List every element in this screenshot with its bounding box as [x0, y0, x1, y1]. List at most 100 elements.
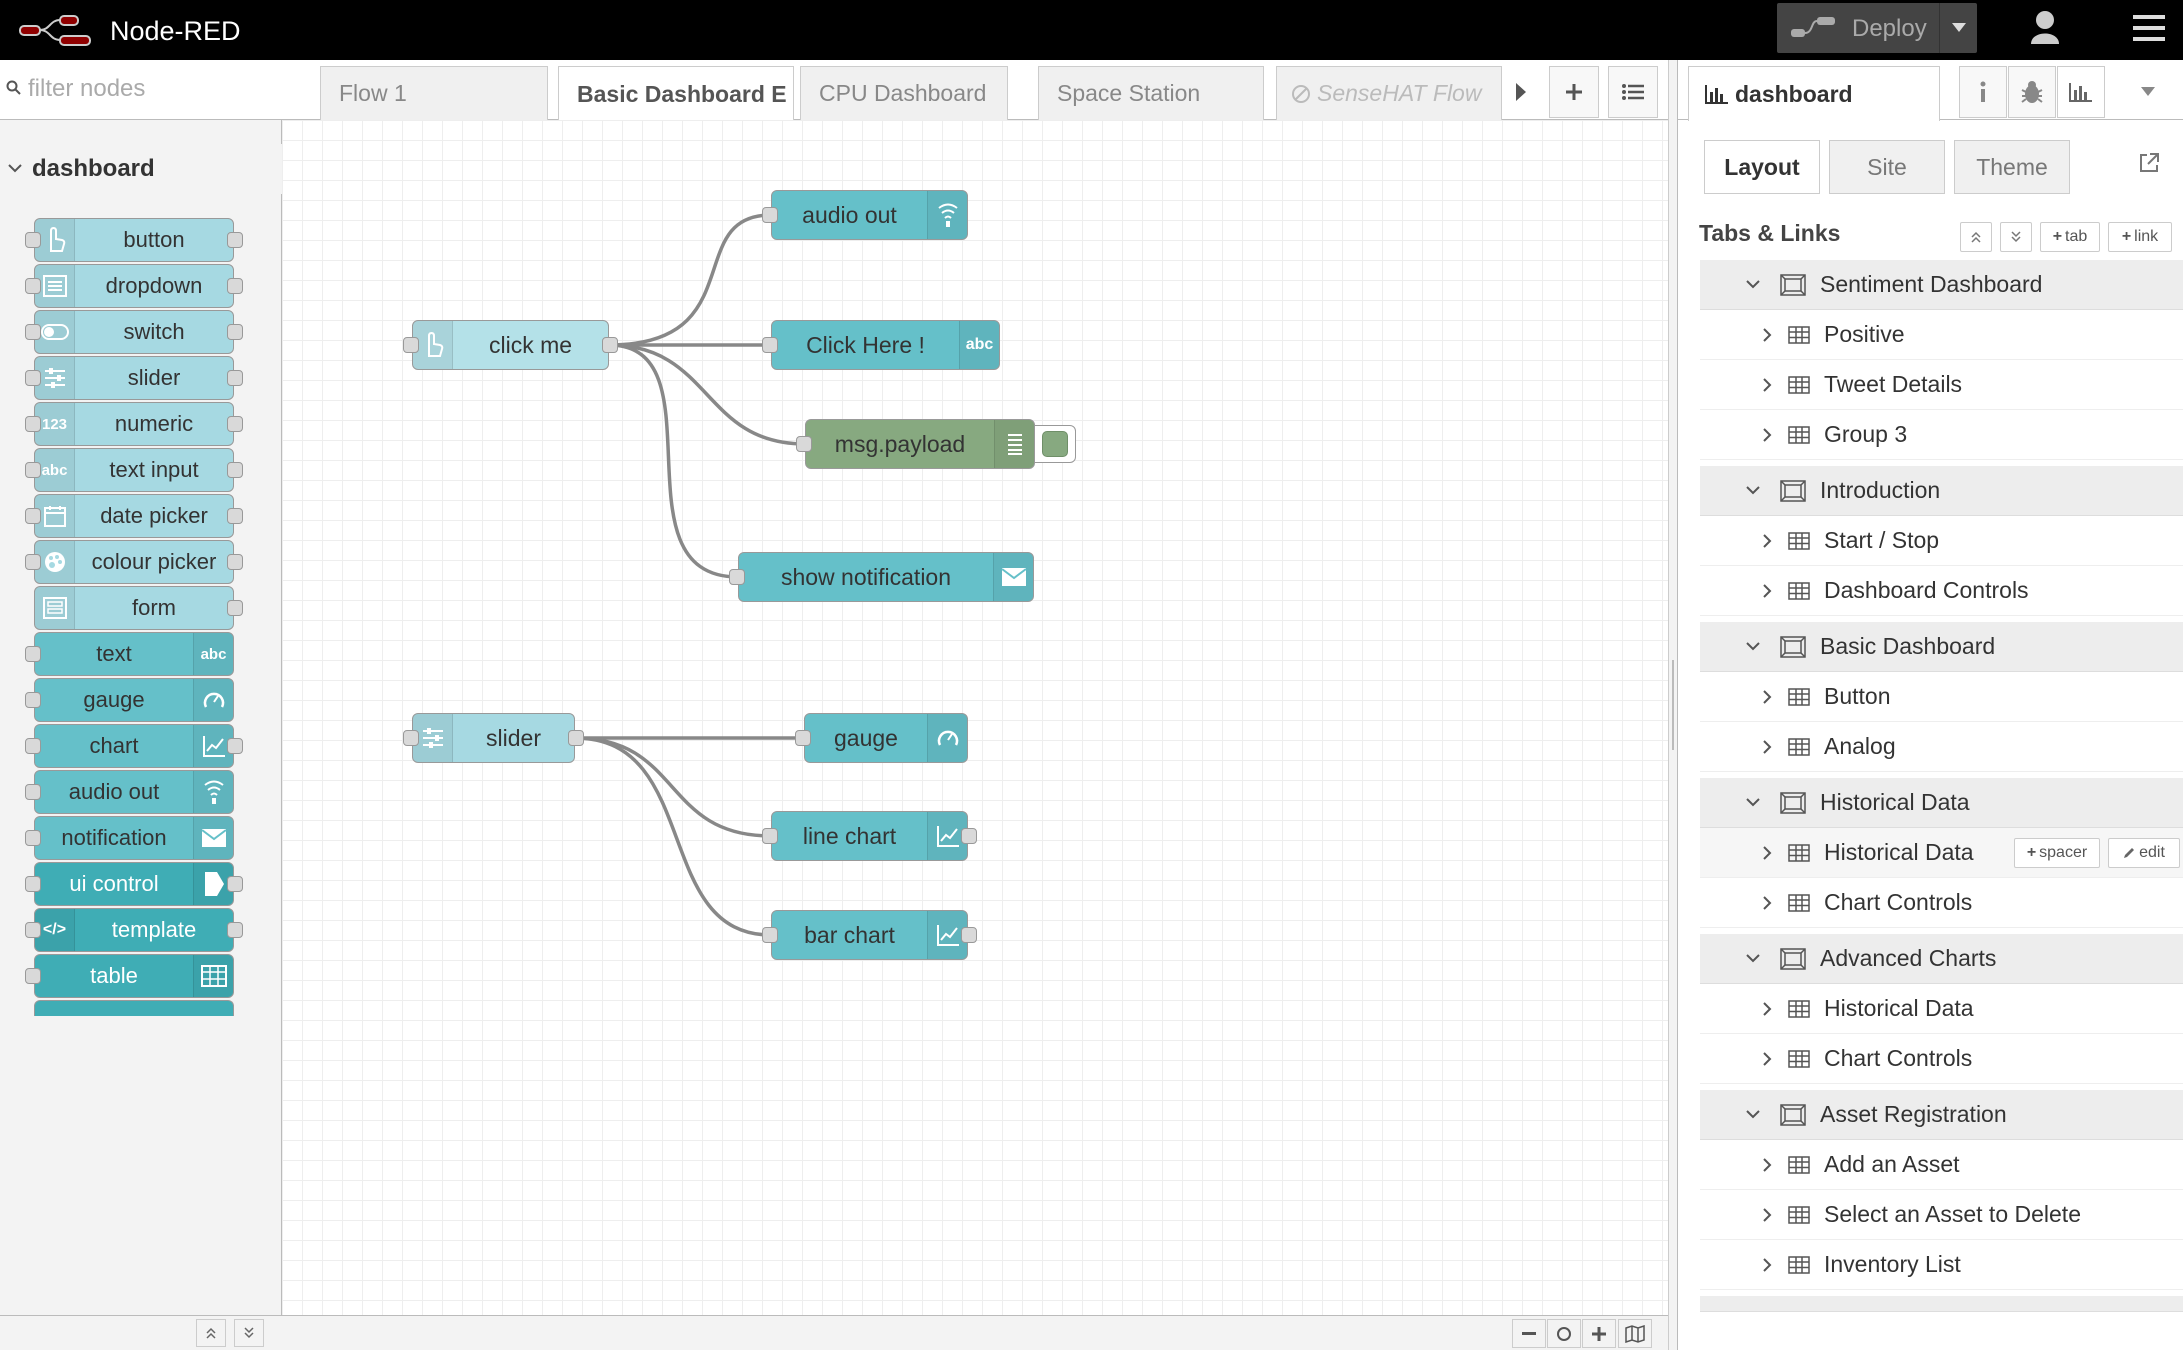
tab-space-station[interactable]: Space Station [1038, 66, 1264, 120]
palette-node-button[interactable]: button [25, 218, 243, 262]
add-flow-button[interactable] [1549, 66, 1599, 118]
palette-node-dropdown[interactable]: dropdown [25, 264, 243, 308]
palette-node-table[interactable]: table [25, 954, 234, 998]
chevron-right-icon[interactable] [1756, 1051, 1778, 1066]
flow-node-line-chart[interactable]: line chart [762, 811, 977, 861]
subtab-layout[interactable]: Layout [1704, 140, 1820, 194]
sidebar-resize-grip[interactable] [1672, 660, 1674, 750]
chevron-down-icon[interactable] [1742, 641, 1764, 652]
palette-node-chart[interactable]: chart [25, 724, 243, 768]
tree-group-button[interactable]: Button [1700, 672, 2183, 722]
main-menu-icon[interactable] [2133, 15, 2165, 46]
flow-node-show-notification[interactable]: show notification [729, 552, 1034, 602]
external-link-icon[interactable] [2138, 152, 2160, 179]
subtab-theme[interactable]: Theme [1954, 140, 2070, 194]
tree-group-historical-data-2[interactable]: Historical Data [1700, 984, 2183, 1034]
tree-tab-historical-data[interactable]: Historical Data [1700, 778, 2183, 828]
sidebar-tab-dashboard[interactable]: dashboard [1688, 66, 1940, 121]
add-link-button[interactable]: +link [2108, 222, 2172, 252]
deploy-options-button[interactable] [1939, 3, 1977, 53]
flow-node-bar-chart[interactable]: bar chart [762, 910, 977, 960]
chevron-right-icon[interactable] [1756, 845, 1778, 860]
zoom-in-button[interactable] [1582, 1319, 1616, 1348]
tree-tab-sentiment-dashboard[interactable]: Sentiment Dashboard [1700, 260, 2183, 310]
palette-category-dashboard[interactable]: dashboard [0, 144, 282, 194]
palette-node-gauge[interactable]: gauge [25, 678, 234, 722]
chevron-right-icon[interactable] [1756, 739, 1778, 754]
user-menu-icon[interactable] [2030, 10, 2060, 51]
tree-tab-basic-dashboard[interactable]: Basic Dashboard [1700, 622, 2183, 672]
collapse-all-button[interactable] [196, 1319, 226, 1347]
add-tab-button[interactable]: +tab [2040, 222, 2100, 252]
chevron-down-icon[interactable] [1742, 797, 1764, 808]
debug-toggle-button[interactable] [1034, 425, 1076, 463]
chevron-right-icon[interactable] [1756, 533, 1778, 548]
tree-group-chart-controls[interactable]: Chart Controls [1700, 878, 2183, 928]
tab-basic-dashboard[interactable]: Basic Dashboard E [558, 66, 794, 121]
subtab-site[interactable]: Site [1829, 140, 1945, 194]
palette-node-colour-picker[interactable]: colour picker [25, 540, 243, 584]
expand-all-button[interactable] [234, 1319, 264, 1347]
tab-cpu-dashboard[interactable]: CPU Dashboard [800, 66, 1008, 120]
palette-node-form[interactable]: form [34, 586, 243, 630]
flow-node-click-me[interactable]: click me [403, 320, 618, 370]
expand-all-button[interactable] [2000, 222, 2032, 252]
sidebar-tab-dashboard-icon[interactable] [2057, 66, 2105, 118]
filter-nodes-input[interactable] [28, 72, 273, 106]
sidebar-tab-info[interactable] [1959, 66, 2007, 118]
palette-node-date-picker[interactable]: date picker [25, 494, 243, 538]
flow-node-audio-out[interactable]: audio out [762, 190, 968, 240]
tree-group-inventory-list[interactable]: Inventory List [1700, 1240, 2183, 1290]
tree-group-select-asset-to-delete[interactable]: Select an Asset to Delete [1700, 1190, 2183, 1240]
palette-node-audio-out[interactable]: audio out [25, 770, 234, 814]
palette-node-ui-control[interactable]: ui control [25, 862, 243, 906]
sidebar-tabs-menu-button[interactable] [2128, 66, 2168, 118]
chevron-right-icon[interactable] [1756, 1157, 1778, 1172]
tree-tab-advanced-charts[interactable]: Advanced Charts [1700, 934, 2183, 984]
chevron-down-icon[interactable] [1742, 953, 1764, 964]
sidebar-tab-debug[interactable] [2008, 66, 2056, 118]
tree-group-add-an-asset[interactable]: Add an Asset [1700, 1140, 2183, 1190]
palette-node-slider[interactable]: slider [25, 356, 243, 400]
palette-node-switch[interactable]: switch [25, 310, 243, 354]
collapse-all-button[interactable] [1960, 222, 1992, 252]
chevron-right-icon[interactable] [1756, 583, 1778, 598]
chevron-right-icon[interactable] [1756, 1257, 1778, 1272]
chevron-down-icon[interactable] [1742, 1109, 1764, 1120]
deploy-button[interactable]: Deploy [1777, 3, 1977, 53]
chevron-right-icon[interactable] [1756, 689, 1778, 704]
chevron-right-icon[interactable] [1756, 327, 1778, 342]
tree-group-dashboard-controls[interactable]: Dashboard Controls [1700, 566, 2183, 616]
chevron-down-icon[interactable] [1742, 485, 1764, 496]
flow-node-gauge[interactable]: gauge [795, 713, 968, 763]
chevron-right-icon[interactable] [1756, 1001, 1778, 1016]
tree-tab-asset-registration[interactable]: Asset Registration [1700, 1090, 2183, 1140]
chevron-right-icon[interactable] [1756, 895, 1778, 910]
palette-node-notification[interactable]: notification [25, 816, 234, 860]
edit-group-button[interactable]: edit [2108, 838, 2180, 868]
add-spacer-button[interactable]: +spacer [2014, 838, 2100, 868]
palette-node-template[interactable]: </> template [25, 908, 243, 952]
palette-node-text-input[interactable]: abc text input [25, 448, 243, 492]
tree-group-analog[interactable]: Analog [1700, 722, 2183, 772]
tree-group-tweet-details[interactable]: Tweet Details [1700, 360, 2183, 410]
zoom-out-button[interactable] [1512, 1319, 1546, 1348]
scroll-tabs-right-button[interactable] [1506, 66, 1536, 118]
tree-group-historical-data[interactable]: Historical Data +spacer edit [1700, 828, 2183, 878]
zoom-reset-button[interactable] [1547, 1319, 1581, 1348]
chevron-right-icon[interactable] [1756, 1207, 1778, 1222]
tree-group-start-stop[interactable]: Start / Stop [1700, 516, 2183, 566]
chevron-right-icon[interactable] [1756, 377, 1778, 392]
chevron-right-icon[interactable] [1756, 427, 1778, 442]
flow-node-debug-msg-payload[interactable]: msg.payload [796, 419, 1035, 469]
palette-node-numeric[interactable]: 123 numeric [25, 402, 243, 446]
tab-sensehat-flow[interactable]: SenseHAT Flow [1276, 66, 1502, 120]
chevron-down-icon[interactable] [1742, 279, 1764, 290]
tab-flow-1[interactable]: Flow 1 [320, 66, 548, 120]
flow-canvas[interactable]: click me audio out Click Here ! abc msg.… [282, 120, 1668, 1315]
tree-group-positive[interactable]: Positive [1700, 310, 2183, 360]
list-flows-button[interactable] [1608, 66, 1658, 118]
tree-group-chart-controls-2[interactable]: Chart Controls [1700, 1034, 2183, 1084]
navigator-button[interactable] [1618, 1319, 1652, 1348]
tree-tab-introduction[interactable]: Introduction [1700, 466, 2183, 516]
